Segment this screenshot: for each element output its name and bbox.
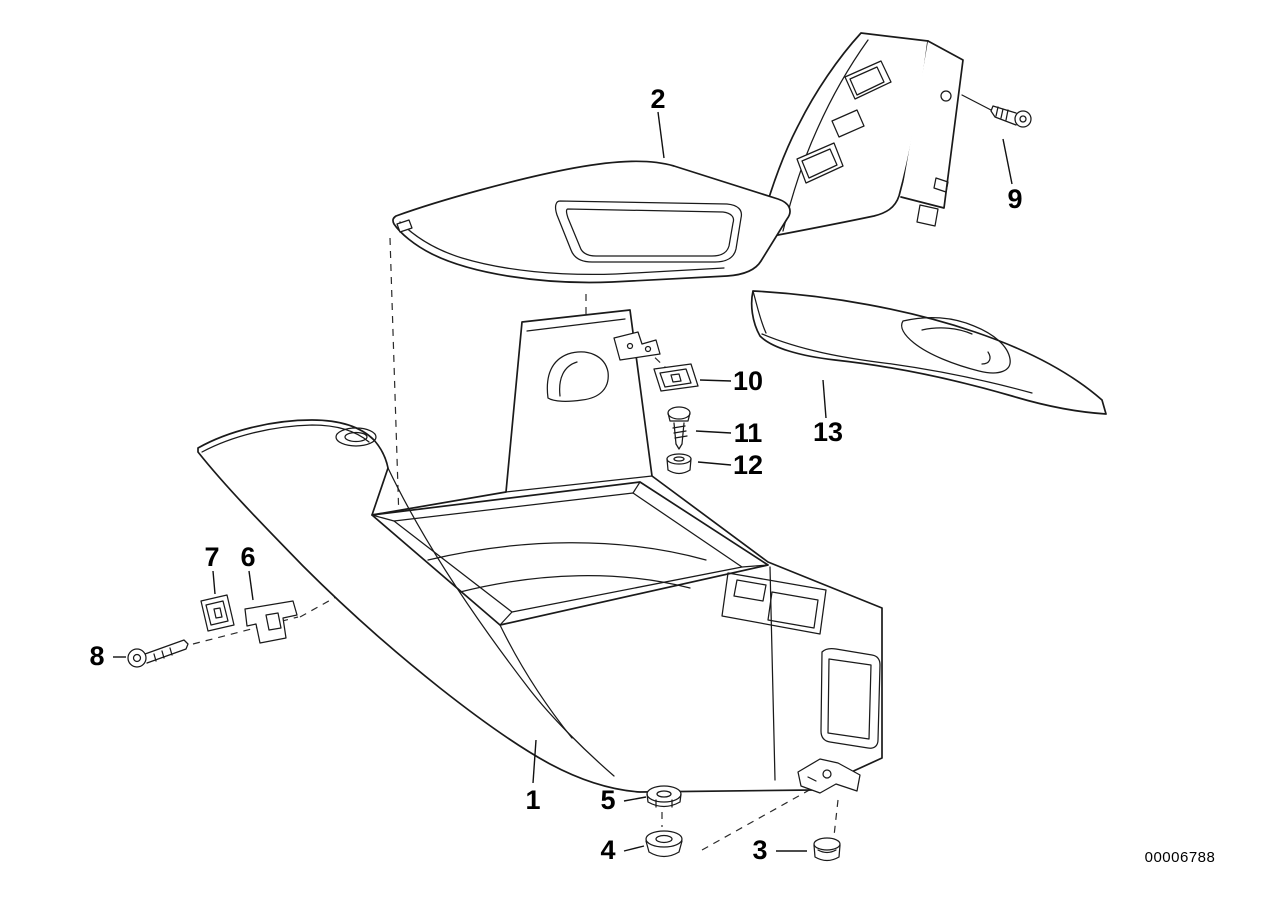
part-6-bracket [244, 600, 298, 644]
switch-recess [721, 572, 827, 635]
part-label-11: 11 [734, 418, 763, 448]
part-labels: 1 2 3 4 5 6 7 8 9 10 11 12 13 [89, 84, 1022, 865]
part-label-8: 8 [89, 641, 104, 671]
part-9-screw [961, 94, 1032, 128]
part-label-7: 7 [204, 542, 219, 572]
drawing-number: 00006788 [1145, 849, 1216, 866]
part-7-clip [200, 594, 235, 632]
rear-panel-base [505, 475, 653, 493]
part-10-clip-plate [653, 363, 699, 392]
cup-recess [335, 427, 377, 447]
part-2-console-cover [392, 160, 791, 284]
part-1-console-body [197, 309, 883, 793]
rear-panel-bracket [613, 331, 661, 361]
leader-lines [113, 111, 1013, 852]
part-11-screw [667, 406, 691, 450]
part-3-cap [813, 837, 841, 862]
part-label-1: 1 [525, 785, 540, 815]
part-label-9: 9 [1007, 184, 1022, 214]
part-12-cap-nut [666, 453, 692, 475]
mounting-bracket [797, 758, 861, 794]
part-4-grommet [645, 830, 683, 858]
part-8-screw [127, 639, 189, 668]
side-opening [820, 648, 881, 749]
part-label-5: 5 [600, 785, 615, 815]
part-13-side-trim-panel [750, 290, 1107, 415]
part-label-12: 12 [733, 450, 763, 480]
handbrake-boot [546, 351, 609, 402]
part-label-4: 4 [600, 835, 615, 865]
part-label-3: 3 [752, 835, 767, 865]
rear-trim-panel [756, 32, 964, 240]
part-label-2: 2 [650, 84, 665, 114]
part-5-nut [646, 785, 682, 808]
part-label-10: 10 [733, 366, 763, 396]
part-label-13: 13 [813, 417, 843, 447]
part-label-6: 6 [240, 542, 255, 572]
